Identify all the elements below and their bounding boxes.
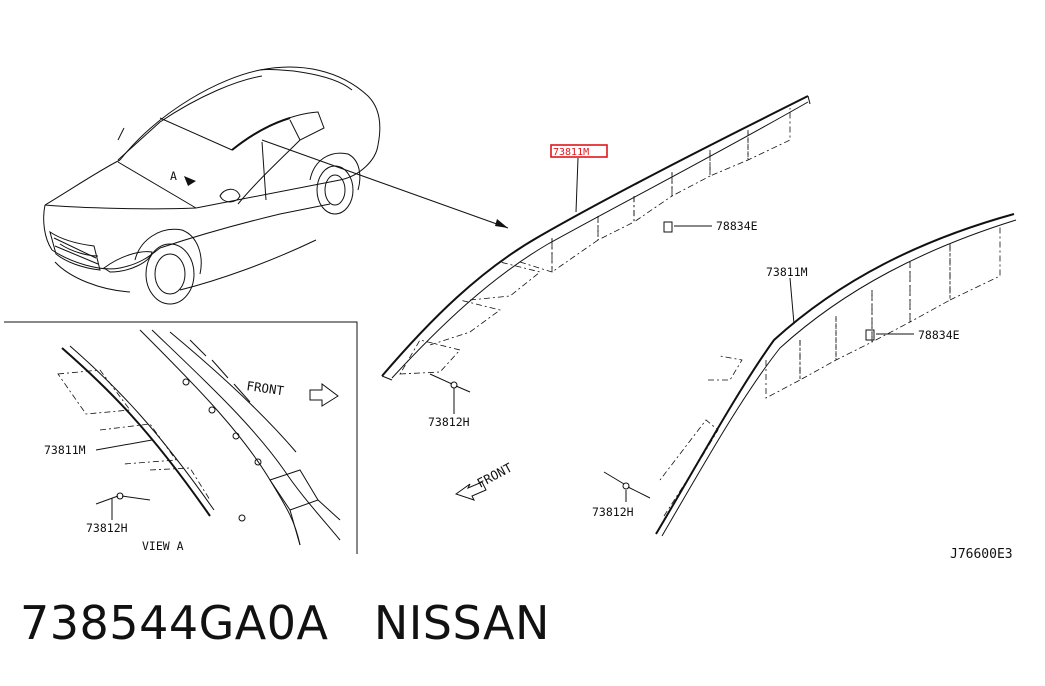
clip-78834e-upper — [663, 221, 673, 233]
leader-arrow-icon — [495, 219, 508, 228]
label-73811m-view: 73811M — [44, 443, 86, 457]
front-main-label: FRONT — [474, 460, 515, 491]
front-view-arrow-icon — [309, 383, 339, 407]
lower-molding-assembly: 73811M 78834E 73812H — [592, 213, 1017, 537]
view-a-inset: 73811M 73812H VIEW A FRONT — [4, 321, 358, 554]
diagram-code: J76600E3 — [950, 547, 1013, 562]
part-number: 738544GA0A — [20, 596, 329, 650]
callout-a-arrow-icon — [184, 176, 196, 186]
label-73812h-left: 73812H — [428, 415, 470, 429]
view-a-caption: VIEW A — [142, 539, 184, 553]
label-73812h-view: 73812H — [86, 521, 128, 535]
label-78834e-upper: 78834E — [716, 219, 758, 233]
label-73811m-highlighted: 73811M — [553, 147, 589, 158]
callout-a-label: A — [170, 169, 177, 183]
part-caption: 738544GA0A NISSAN — [20, 596, 550, 650]
upper-molding-assembly: 78834E 73811M 73812H — [381, 95, 811, 429]
car-illustration: A — [43, 66, 509, 305]
front-view-label: FRONT — [246, 378, 286, 398]
front-indicator-main: FRONT — [454, 460, 515, 501]
label-78834e-lower: 78834E — [918, 328, 960, 342]
brand-name: NISSAN — [373, 596, 550, 650]
clip-78834e-lower — [865, 329, 875, 341]
label-73812h-right: 73812H — [592, 505, 634, 519]
highlight-box — [550, 144, 608, 158]
label-73811m: 73811M — [766, 265, 808, 279]
